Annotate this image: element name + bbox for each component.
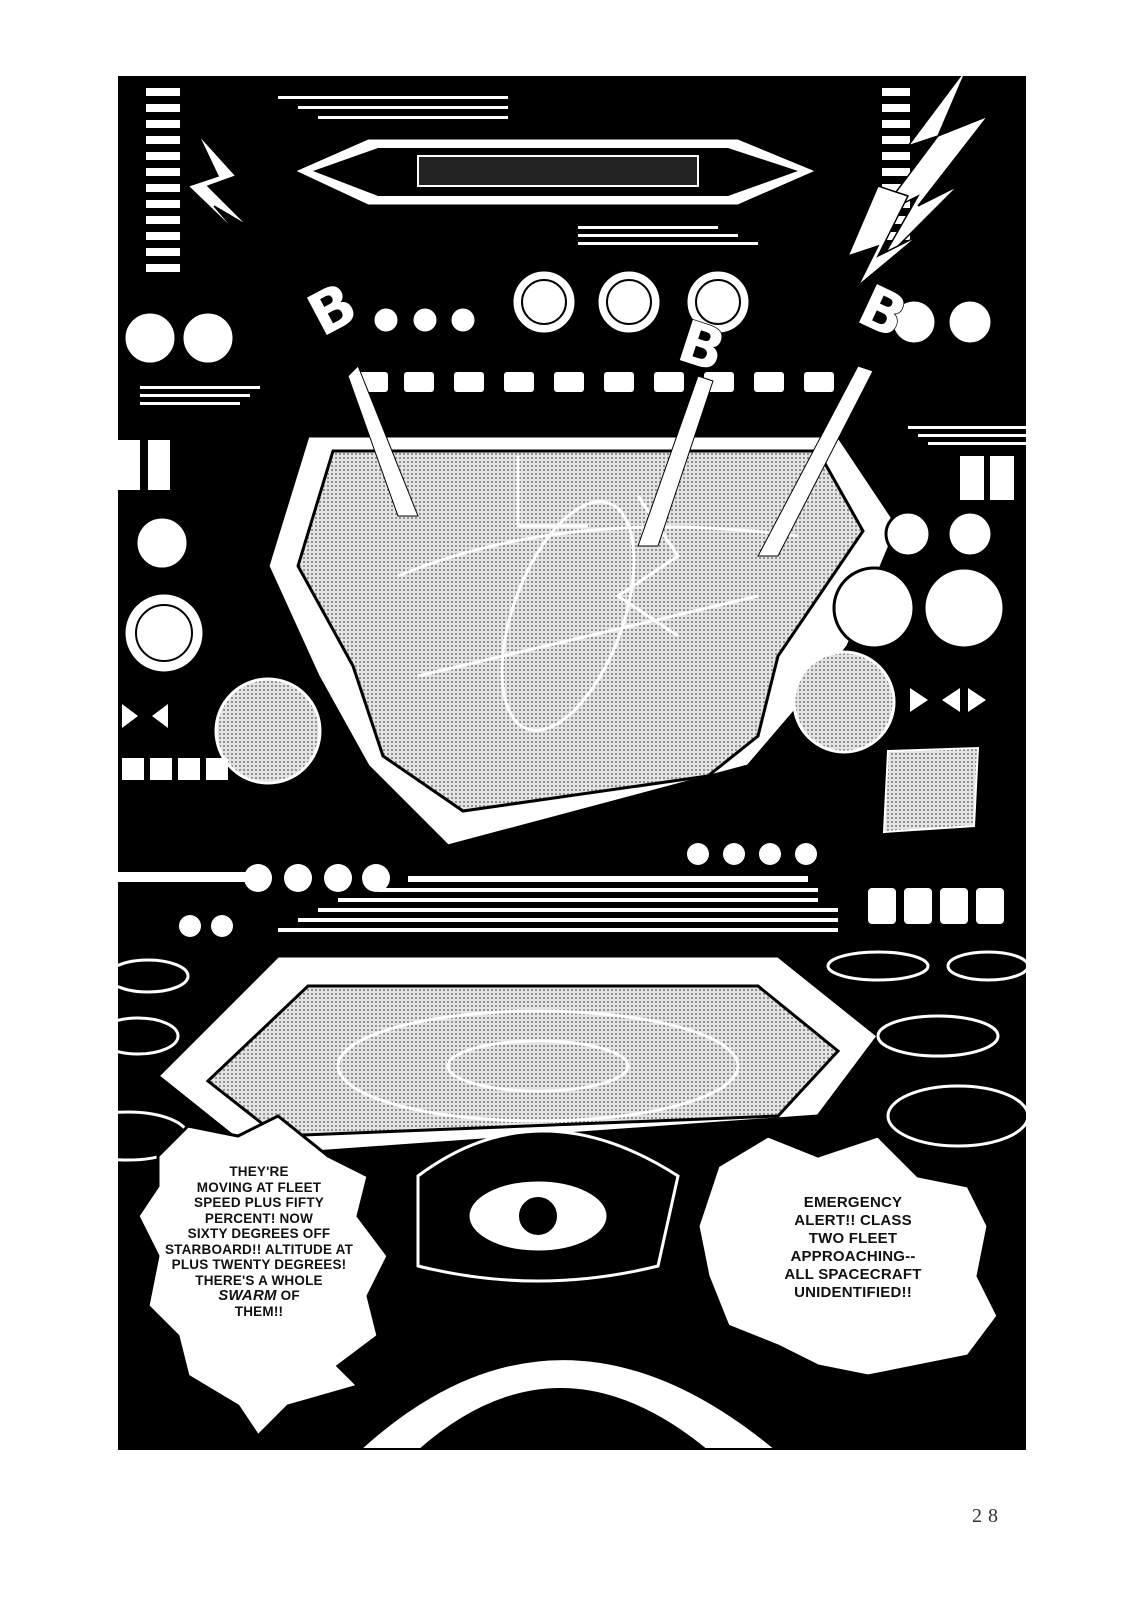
central-console: [355, 1129, 782, 1450]
left-balloon-line: THERE'S A WHOLE: [195, 1272, 323, 1288]
right-balloon-line: ALL SPACECRAFT: [784, 1266, 922, 1283]
left-balloon-line: STARBOARD!! ALTITUDE AT: [164, 1241, 354, 1257]
lower-right-dials: [826, 950, 1026, 1148]
right-balloon-line: APPROACHING--: [790, 1248, 916, 1265]
left-balloon-line: MOVING AT FLEET: [196, 1179, 322, 1195]
left-balloon-line: THEY'RE: [229, 1164, 289, 1179]
top-stripes: [278, 96, 758, 245]
comic-panel: B B B THEY'RE MOVING AT FLEET SPEED PLUS…: [118, 76, 1026, 1450]
left-gauges: [122, 515, 322, 785]
triangle-indicators: [122, 688, 986, 728]
left-indicator-bars: [146, 88, 180, 272]
side-stripes: [118, 386, 1026, 500]
right-balloon-line: EMERGENCY: [803, 1194, 903, 1211]
right-gauges: [792, 510, 1006, 754]
page-number: 28: [972, 1505, 1004, 1527]
top-gauges: [122, 268, 994, 366]
right-speech-balloon: [696, 1134, 1000, 1378]
left-balloon-line: SIXTY DEGREES OFF: [187, 1226, 331, 1241]
right-balloon-line: UNIDENTIFIED!!: [794, 1284, 912, 1301]
left-small-buttons: [122, 758, 228, 780]
sfx-streaks: [347, 365, 874, 557]
left-balloon-line: PLUS TWENTY DEGREES!: [171, 1257, 347, 1272]
speech-balloons: [136, 1114, 1000, 1439]
grid-box: [882, 746, 980, 834]
right-balloon-line: TWO FLEET: [808, 1230, 898, 1247]
left-balloon-line: PERCENT! NOW: [204, 1210, 314, 1226]
middle-band: [118, 843, 838, 937]
left-speech-balloon: [136, 1114, 390, 1439]
main-radar-screen: [266, 434, 900, 848]
left-balloon-line: OF: [280, 1288, 300, 1303]
left-balloon-text: THEY'RE MOVING AT FLEET SPEED PLUS FIFTY…: [154, 1164, 364, 1319]
top-viewport: [289, 136, 822, 208]
cockpit-illustration: B B B: [118, 76, 1026, 1450]
left-balloon-line: THEM!!: [234, 1303, 284, 1319]
right-balloon-line: ALERT!! CLASS: [794, 1212, 912, 1229]
left-balloon-emphasis: SWARM: [218, 1287, 277, 1304]
right-square-buttons: [868, 888, 1004, 924]
left-balloon-line: SPEED PLUS FIFTY: [194, 1195, 324, 1210]
lightning-bolts: [186, 76, 991, 287]
right-balloon-text: EMERGENCY ALERT!! CLASS TWO FLEET APPROA…: [728, 1194, 978, 1302]
